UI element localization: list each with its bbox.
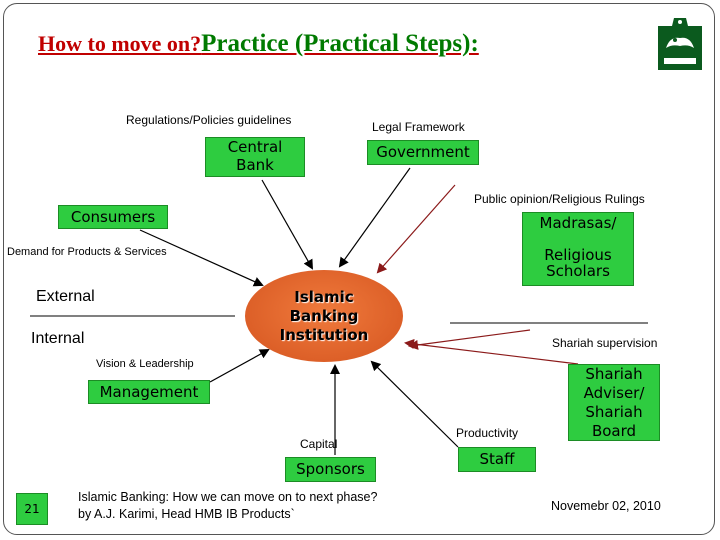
management-box: Management [88, 380, 210, 404]
central-bank-box: Central Bank [205, 137, 305, 177]
slide-title: How to move on?Practice (Practical Steps… [38, 30, 479, 58]
label-public-opinion: Public opinion/Religious Rulings [474, 192, 645, 206]
footer-caption: Islamic Banking: How we can move on to n… [78, 489, 377, 523]
islamic-banking-institution-node: Islamic Banking Institution [245, 270, 403, 362]
title-part-2: Practice (Practical Steps): [201, 30, 479, 57]
slide-frame [3, 3, 715, 535]
footer-caption-line-1: Islamic Banking: How we can move on to n… [78, 490, 378, 504]
label-external: External [36, 288, 95, 305]
label-internal: Internal [31, 330, 85, 347]
center-label: Islamic Banking Institution [279, 287, 369, 344]
sponsors-box: Sponsors [285, 457, 376, 482]
footer-caption-line-2: by A.J. Karimi, Head HMB IB Products` [78, 507, 295, 521]
footer-date: Novemebr 02, 2010 [551, 499, 661, 513]
shariah-adviser-box: Shariah Adviser/ Shariah Board [568, 364, 660, 441]
label-regulations: Regulations/Policies guidelines [126, 113, 292, 127]
label-legal-framework: Legal Framework [372, 120, 465, 134]
label-shariah-supervision: Shariah supervision [552, 336, 658, 350]
arrow-central-bank [261, 179, 313, 270]
page-number: 21 [16, 493, 48, 525]
arrow-shariah-supervision [408, 329, 531, 350]
government-box: Government [367, 140, 479, 165]
madrasas-box: Madrasas/ Religious Scholars [522, 212, 634, 286]
staff-box: Staff [458, 447, 536, 472]
label-capital: Capital [300, 437, 338, 451]
arrow-government [338, 167, 411, 268]
title-part-1: How to move on? [38, 31, 202, 56]
arrow-madrasas [376, 184, 456, 274]
arrow-staff [370, 360, 459, 448]
arrow-consumers [139, 229, 264, 287]
label-productivity: Productivity [456, 426, 519, 440]
bank-logo-icon [658, 18, 702, 70]
arrow-shariah-adviser [404, 339, 579, 365]
arrow-management [209, 349, 270, 383]
label-demand: Demand for Products & Services [7, 246, 167, 258]
consumers-box: Consumers [58, 205, 168, 229]
label-vision: Vision & Leadership [96, 358, 194, 370]
